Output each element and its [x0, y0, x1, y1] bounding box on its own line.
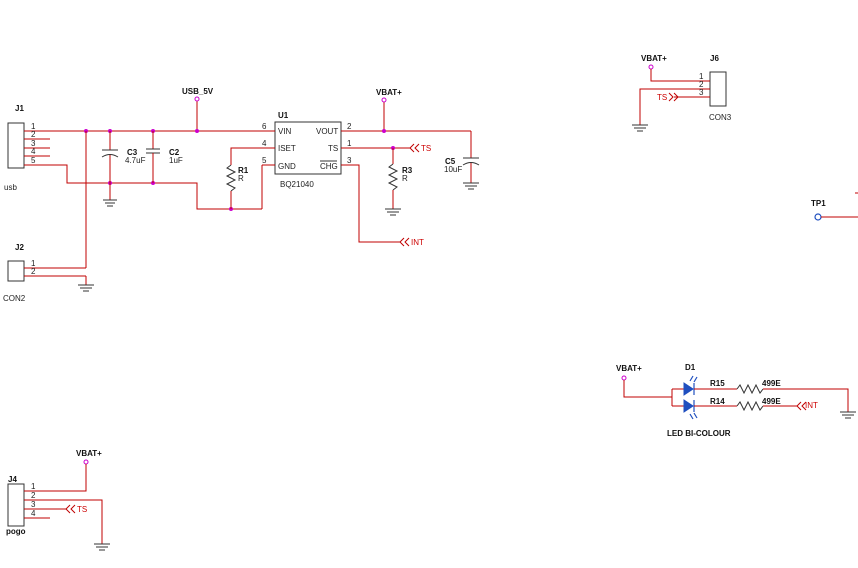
c3-value: 4.7uF: [125, 156, 146, 165]
vbat-j6-label: VBAT+: [641, 54, 667, 63]
u1-pin-vout: VOUT: [316, 127, 338, 136]
r15-ref: R15: [710, 379, 725, 388]
net-gnd-return: [50, 164, 262, 211]
u1-pin-num-gnd: 5: [262, 156, 267, 165]
j4-value: pogo: [6, 527, 26, 536]
net-int-main: INT: [341, 164, 424, 247]
j6-ref: J6: [710, 54, 719, 63]
test-point-tp1[interactable]: TP1: [811, 192, 858, 221]
resistor-r15[interactable]: R15 499E: [694, 379, 856, 419]
r15-value: 499E: [762, 379, 781, 388]
capacitor-c3[interactable]: C3 4.7uF: [101, 131, 146, 207]
j1-pin-1: 1: [31, 122, 36, 131]
j1-pin-2: 2: [31, 130, 36, 139]
r3-value: R: [402, 174, 408, 183]
j2-pin-2: 2: [31, 267, 36, 276]
r1-ref: R1: [238, 166, 249, 175]
r3-ref: R3: [402, 166, 413, 175]
j4-pin-1: 1: [31, 482, 36, 491]
u1-pin-num-vin: 6: [262, 122, 267, 131]
d1-value: LED BI-COLOUR: [667, 429, 731, 438]
connector-j2[interactable]: J2 CON2 1 2: [3, 131, 94, 303]
j6-pin-2: 2: [699, 80, 704, 89]
capacitor-c2[interactable]: C2 1uF: [146, 131, 183, 183]
int-led-label: INT: [805, 401, 818, 410]
j4-pin-3: 3: [31, 500, 36, 509]
r14-ref: R14: [710, 397, 725, 406]
u1-pin-iset: ISET: [278, 144, 296, 153]
u1-value: BQ21040: [280, 180, 314, 189]
capacitor-c5[interactable]: C5 10uF: [444, 131, 480, 190]
connector-j6[interactable]: J6 CON3 VBAT+ TS 1 2 3: [632, 54, 732, 132]
usb-5v-label: USB_5V: [182, 87, 214, 96]
u1-pin-vin: VIN: [278, 127, 292, 136]
vbat-main-label: VBAT+: [376, 88, 402, 97]
resistor-r14[interactable]: INT R14 499E: [694, 397, 818, 412]
c5-value: 10uF: [444, 165, 462, 174]
j2-pin-1: 1: [31, 259, 36, 268]
u1-pin-num-chg: 3: [347, 156, 352, 165]
u1-pin-chg: CHG: [320, 162, 338, 171]
net-ts-main: TS: [341, 143, 431, 153]
c3-ref: C3: [127, 148, 138, 157]
resistor-r1[interactable]: R1 R: [225, 147, 262, 209]
j2-ref: J2: [15, 243, 24, 252]
resistor-r3[interactable]: R3 R: [385, 148, 413, 216]
tp1-ref: TP1: [811, 199, 826, 208]
connector-j4-pogo[interactable]: J4 pogo VBAT+ TS 1 2 3 4: [6, 449, 110, 551]
r14-value: 499E: [762, 397, 781, 406]
ts-j6-label: TS: [657, 93, 667, 102]
j1-ref: J1: [15, 104, 24, 113]
u1-pin-gnd: GND: [278, 162, 296, 171]
j4-pin-2: 2: [31, 491, 36, 500]
connector-j1[interactable]: J1 usb 1 2 3 4 5: [4, 104, 50, 192]
int-main-label: INT: [411, 238, 424, 247]
j2-value: CON2: [3, 294, 26, 303]
j1-pin-3: 3: [31, 139, 36, 148]
c2-ref: C2: [169, 148, 180, 157]
led-d1-bicolour[interactable]: VBAT+ D1 LED BI-COLOUR: [616, 363, 731, 438]
j6-pin-1: 1: [699, 72, 704, 81]
j1-pin-5: 5: [31, 156, 36, 165]
ts-main-label: TS: [421, 144, 431, 153]
j4-ref: J4: [8, 475, 17, 484]
c5-ref: C5: [445, 157, 456, 166]
j4-pin-4: 4: [31, 509, 36, 518]
vbat-led-label: VBAT+: [616, 364, 642, 373]
u1-ref: U1: [278, 111, 289, 120]
j1-value: usb: [4, 183, 17, 192]
j1-pin-4: 4: [31, 147, 36, 156]
j6-value: CON3: [709, 113, 732, 122]
u1-pin-num-vout: 2: [347, 122, 352, 131]
j6-pin-3: 3: [699, 88, 704, 97]
net-vbat-rail: VBAT+: [341, 88, 471, 133]
vbat-j4-label: VBAT+: [76, 449, 102, 458]
u1-pin-ts: TS: [328, 144, 338, 153]
c2-value: 1uF: [169, 156, 183, 165]
d1-ref: D1: [685, 363, 696, 372]
u1-pin-num-ts: 1: [347, 139, 352, 148]
ic-u1-bq21040[interactable]: U1 BQ21040 VIN ISET GND VOUT TS CHG 6 4 …: [261, 111, 352, 209]
net-usb-5v-rail: USB_5V: [50, 87, 262, 133]
r1-value: R: [238, 174, 244, 183]
ts-j4-label: TS: [77, 505, 87, 514]
u1-pin-num-iset: 4: [262, 139, 267, 148]
